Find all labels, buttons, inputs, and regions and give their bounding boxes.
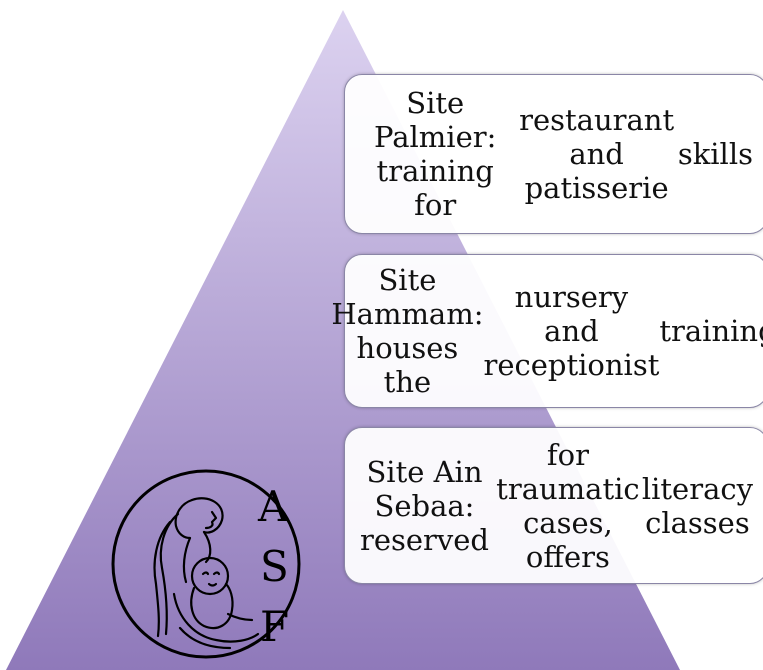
- site-palmier-line-2: restaurant and patisserie: [519, 103, 675, 205]
- logo-letter-s: S: [260, 542, 289, 591]
- site-palmier-line-1: Site Palmier: training for: [374, 86, 497, 222]
- site-ain-sebaa-line-2: for traumatic cases, offers: [496, 437, 640, 574]
- asf-logo: A S F: [108, 464, 304, 664]
- mother-and-child-icon: [111, 469, 301, 659]
- site-palmier-line-3: skills: [677, 137, 753, 171]
- site-ain-sebaa-box: Site Ain Sebaa: reserved for traumatic c…: [344, 427, 763, 584]
- site-ain-sebaa-line-1: Site Ain Sebaa: reserved: [359, 454, 489, 557]
- site-hammam-line-1: Site Hammam: houses the: [331, 263, 484, 399]
- site-hammam-line-3: training: [659, 314, 763, 348]
- site-ain-sebaa-line-3: literacy classes: [641, 471, 753, 540]
- site-palmier-box: Site Palmier: training for restaurant an…: [344, 74, 763, 234]
- logo-letter-f: F: [260, 602, 290, 651]
- site-hammam-line-2: nursery and receptionist: [483, 280, 660, 382]
- site-hammam-box: Site Hammam: houses the nursery and rece…: [331, 254, 763, 408]
- logo-letter-a: A: [258, 482, 289, 531]
